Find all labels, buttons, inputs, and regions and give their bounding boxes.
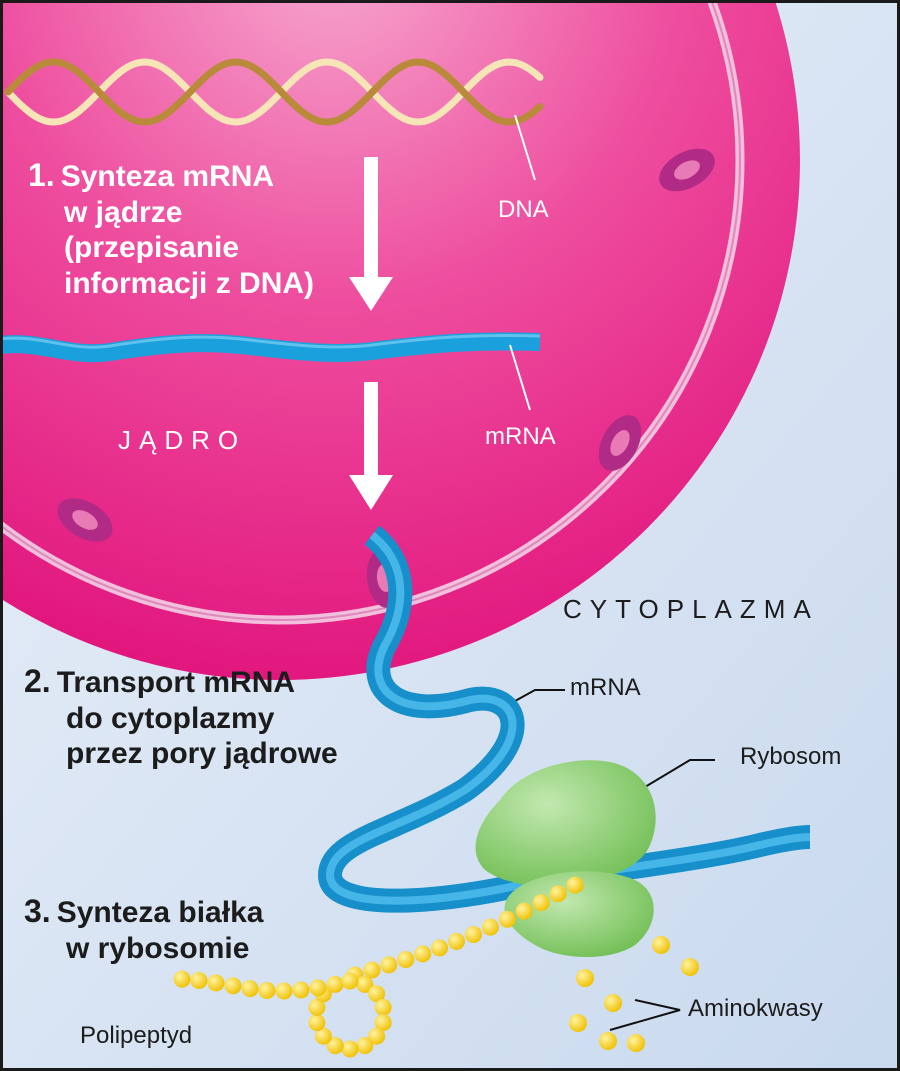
amino-acid-bead	[356, 1037, 374, 1055]
down-arrow	[349, 382, 393, 510]
amino-acid-bead	[627, 1034, 645, 1052]
amino-acid-bead	[292, 981, 310, 999]
step1-line-4: informacji z DNA)	[64, 266, 315, 300]
amino-acid-bead	[368, 1027, 386, 1045]
amino-acid-bead	[397, 951, 415, 968]
nucleus-label: JĄDRO	[118, 425, 247, 455]
amino-acid-bead	[314, 1027, 332, 1045]
step1-label: 1.Synteza mRNA w jądrze (przepisanie inf…	[28, 157, 314, 301]
amino-acid-bead	[481, 918, 499, 936]
step2-line-3: przez pory jądrowe	[66, 737, 338, 771]
amino-acid-bead	[599, 1032, 617, 1050]
amino-acid-bead	[465, 926, 482, 943]
step3-line-2: w rybosomie	[66, 931, 250, 965]
amino-acid-bead	[356, 975, 374, 993]
amino-acid-bead	[414, 945, 432, 963]
cytoplasm-label: CYTOPLAZMA	[563, 594, 819, 624]
amino-acid-bead	[309, 979, 327, 997]
amino-acid-bead	[241, 980, 259, 998]
dna-helix	[4, 58, 544, 126]
step1-line-2: w jądrze	[64, 195, 183, 229]
amino-acid-bead	[341, 972, 359, 990]
amino-acids-label: Aminokwasy	[688, 995, 823, 1022]
dna-leader-line	[514, 114, 536, 181]
amino-acid-bead	[374, 998, 392, 1016]
amino-acid-bead	[326, 1037, 344, 1055]
mrna-nucleus-label: mRNA	[485, 423, 556, 450]
mrna-strand-nucleus	[3, 332, 541, 363]
step3-label: 3.Synteza białka w rybosomie	[24, 893, 263, 966]
amino-acid-bead	[326, 975, 344, 993]
step2-label: 2.Transport mRNA do cytoplazmy przez por…	[24, 663, 338, 772]
amino-acid-bead	[308, 1014, 326, 1032]
polypeptide-label: Polipeptyd	[80, 1022, 193, 1049]
polypeptide-chain	[173, 876, 584, 1058]
amino-acid-bead	[576, 969, 594, 987]
down-arrow	[349, 157, 393, 311]
mrna-leader-line	[509, 344, 531, 411]
amino-acid-bead	[549, 885, 567, 903]
step2-line-2: do cytoplazmy	[66, 701, 275, 735]
nuclear-pore	[57, 498, 113, 542]
amino-acid-bead	[173, 970, 191, 988]
dna-label: DNA	[498, 196, 549, 223]
amino-leader-line	[609, 999, 681, 1031]
step3-line-1: Synteza białka	[56, 896, 264, 929]
amino-acid-bead	[374, 1014, 392, 1032]
amino-acid-bead	[515, 902, 533, 920]
amino-acid-bead	[498, 910, 516, 928]
amino-acid-bead	[368, 985, 386, 1003]
amino-acid-bead	[681, 958, 699, 976]
step1-line-1: Synteza mRNA	[60, 160, 275, 193]
amino-acid-bead	[566, 876, 584, 894]
ribosome	[475, 760, 656, 958]
nuclear-pore	[659, 148, 715, 192]
step2-line-1: Transport mRNA	[56, 666, 296, 699]
ribosome-leader-line	[639, 759, 715, 791]
amino-acid-bead	[224, 977, 242, 995]
free-amino-acids	[569, 936, 699, 1052]
amino-acid-bead	[569, 1014, 587, 1032]
amino-acid-bead	[431, 939, 449, 957]
ribosome-large-subunit	[475, 760, 656, 887]
amino-acid-bead	[652, 936, 670, 954]
amino-acid-bead	[380, 956, 398, 974]
ribosome-small-subunit	[504, 871, 654, 958]
amino-acid-bead	[190, 972, 208, 989]
step3-number: 3.	[24, 893, 51, 929]
amino-acid-bead	[341, 1040, 359, 1058]
step2-number: 2.	[24, 663, 51, 699]
nuclear-pore	[598, 415, 642, 471]
amino-acid-bead	[448, 932, 465, 950]
amino-acid-bead	[532, 894, 550, 912]
amino-acid-bead	[363, 961, 381, 979]
amino-acid-bead	[275, 982, 293, 1000]
step1-number: 1.	[28, 157, 55, 193]
amino-acid-bead	[258, 982, 276, 999]
amino-acid-bead	[207, 974, 225, 992]
ribosome-label: Rybosom	[740, 743, 842, 770]
step1-line-3: (przepisanie	[64, 231, 240, 265]
amino-acid-bead	[308, 998, 326, 1016]
amino-acid-bead	[604, 994, 622, 1012]
mrna-cytoplasm-label: mRNA	[570, 674, 641, 701]
